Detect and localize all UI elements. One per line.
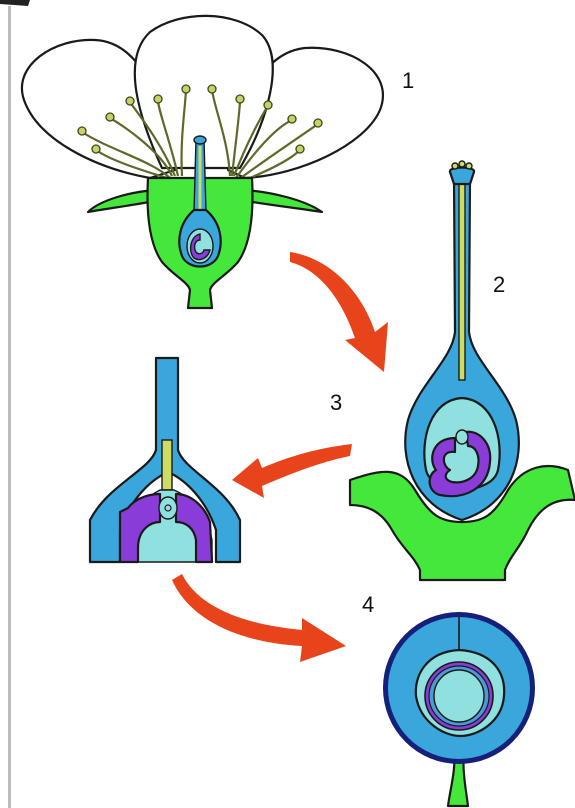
style-canal: [199, 146, 202, 216]
stage1-flower: [22, 16, 383, 308]
curved-arrow-icon: [290, 252, 388, 372]
stigma: [194, 136, 206, 144]
label-stage1: 1: [402, 68, 414, 93]
stage4-embryo-sac: [434, 670, 484, 722]
top-edge-artifact: [0, 0, 30, 6]
label-stage3: 3: [330, 390, 342, 415]
arrow-2-to-3: [232, 444, 352, 498]
pollen-grain: [466, 163, 472, 169]
stage3-style-canal: [162, 440, 172, 490]
stage2-micropyle: [456, 430, 468, 444]
label-stage4: 4: [362, 592, 374, 617]
stage4-seed: [383, 612, 535, 806]
label-stage2: 2: [493, 272, 505, 297]
stage2-stigma: [450, 168, 474, 185]
arrow-3-to-4: [172, 574, 346, 662]
stage3-egg-cell: [159, 497, 177, 519]
arrow-1-to-2: [290, 252, 388, 372]
curved-arrow-icon: [232, 444, 352, 498]
pollen-grain: [452, 163, 458, 169]
pollen-grain: [459, 161, 465, 167]
left-frame-line: [8, 6, 11, 808]
curved-arrow-icon: [172, 574, 346, 662]
stage3-closeup: [90, 358, 240, 562]
stage2-style-canal: [459, 180, 465, 380]
